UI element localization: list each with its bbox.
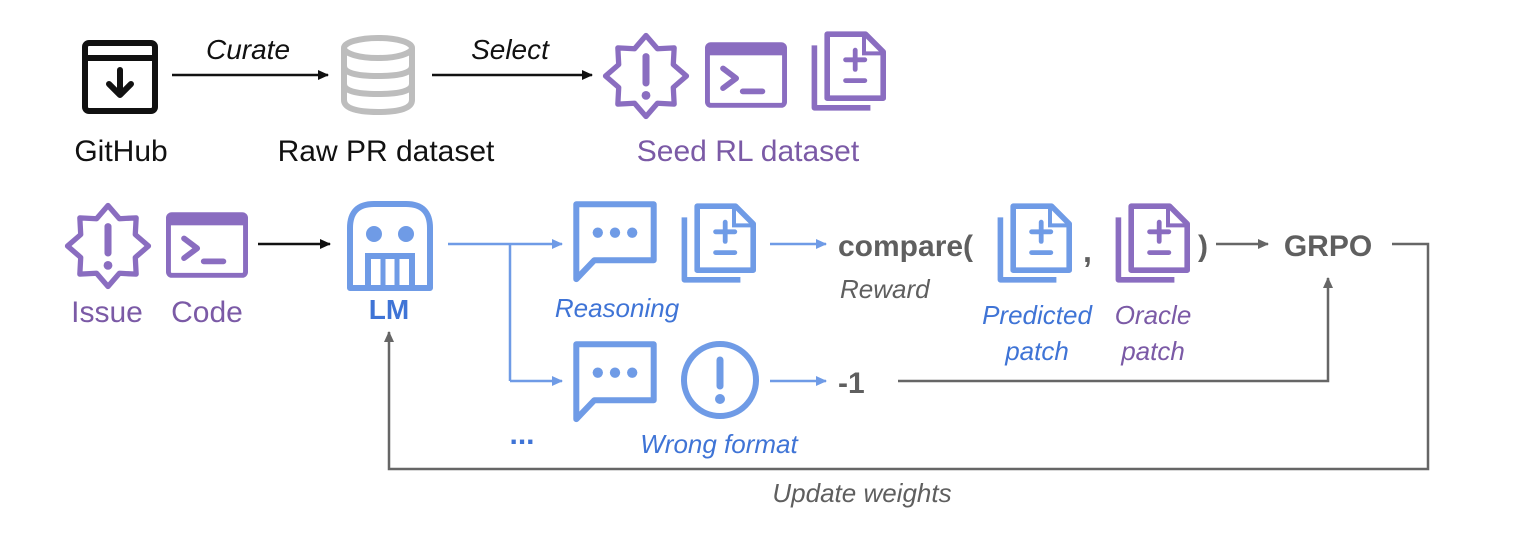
terminal-icon xyxy=(168,215,245,276)
issue-label: Issue xyxy=(71,296,143,329)
seed-rl-dataset-label: Seed RL dataset xyxy=(637,135,860,168)
update-weights-loop-arrow xyxy=(384,242,1430,471)
grpo-label: GRPO xyxy=(1284,230,1372,263)
comma-text: , xyxy=(1083,233,1092,269)
patch-files-icon xyxy=(814,34,883,108)
reasoning-label: Reasoning xyxy=(555,293,680,323)
alert-badge-icon xyxy=(606,36,687,117)
penalty-to-grpo-arrow xyxy=(898,277,1333,383)
download-box-icon xyxy=(82,40,158,114)
raw-pr-dataset-label: Raw PR dataset xyxy=(278,135,495,168)
patch-files-icon xyxy=(1000,206,1069,280)
database-icon xyxy=(341,35,415,116)
reward-label: Reward xyxy=(840,274,931,304)
predicted-patch-label-2: patch xyxy=(1004,336,1069,366)
alert-badge-icon xyxy=(68,206,149,287)
alert-circle-icon xyxy=(681,341,759,419)
predicted-patch-label-1: Predicted xyxy=(982,300,1093,330)
wrong-format-label: Wrong format xyxy=(640,429,799,459)
patch-files-icon xyxy=(1118,206,1187,280)
chat-bubble-icon xyxy=(576,344,653,419)
lm-label: LM xyxy=(369,294,409,325)
chat-bubble-icon xyxy=(576,204,653,279)
code-label: Code xyxy=(171,296,243,329)
penalty-text: -1 xyxy=(838,367,865,400)
github-label: GitHub xyxy=(74,135,167,168)
curate-label: Curate xyxy=(206,34,290,65)
update-weights-label: Update weights xyxy=(772,478,951,508)
compare-open-text: compare( xyxy=(838,230,973,263)
select-label: Select xyxy=(471,34,550,65)
patch-files-icon xyxy=(684,206,753,280)
oracle-patch-label-2: patch xyxy=(1120,336,1185,366)
oracle-patch-label-1: Oracle xyxy=(1115,300,1192,330)
terminal-icon xyxy=(707,45,784,106)
compare-close-text: ) xyxy=(1198,230,1208,263)
robot-icon xyxy=(347,201,433,291)
more-branches-ellipsis: ... xyxy=(509,418,534,451)
